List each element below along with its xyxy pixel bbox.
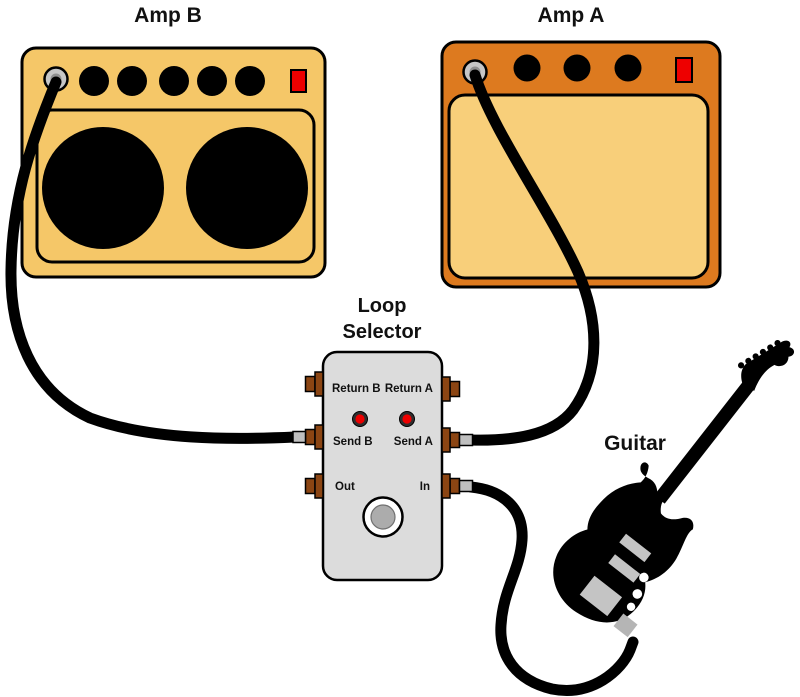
tuner-peg: [737, 362, 745, 369]
led-b: [352, 411, 368, 427]
jack-sleeve: [449, 380, 461, 398]
guitar-pickup-neck: [619, 533, 652, 563]
jack-sleeve: [449, 431, 461, 449]
guitar: [553, 339, 795, 638]
jack-return-a: [441, 376, 461, 402]
amp-b-knob: [117, 66, 147, 96]
tuner-peg: [752, 353, 759, 360]
tuner-peg: [745, 357, 752, 364]
amp-a-knob: [614, 54, 642, 82]
jack-flange: [441, 427, 451, 453]
jack-flange: [441, 473, 451, 499]
amp-b-title: Amp B: [134, 4, 202, 27]
guitar-knob: [626, 602, 636, 612]
jack-send-b: [304, 424, 324, 450]
tuner-peg: [759, 348, 767, 356]
amp-a-knob: [563, 54, 591, 82]
amp-a-grille: [447, 93, 710, 280]
jack-flange: [314, 371, 324, 397]
jack-label-out: Out: [335, 481, 355, 493]
pedal-title-line2: Selector: [343, 321, 422, 343]
pedal-title-line1: Loop: [358, 295, 407, 317]
jack-sleeve: [449, 477, 461, 495]
jack-send-a: [441, 427, 461, 453]
jack-label-return-a: Return A: [385, 383, 433, 395]
led-lamp: [402, 414, 412, 424]
amp-a-knob: [513, 54, 541, 82]
jack-flange: [314, 473, 324, 499]
amp-b-speaker-right: [186, 127, 308, 249]
plug-in: [458, 479, 474, 493]
guitar-tuners: [737, 339, 781, 369]
jack-in: [441, 473, 461, 499]
plug-send-b: [292, 430, 307, 444]
amp-b-knob: [159, 66, 189, 96]
amp-a-title: Amp A: [538, 4, 605, 27]
guitar-headstock: [741, 340, 795, 391]
guitar-neck: [654, 380, 755, 504]
guitar-knob: [639, 572, 649, 583]
jack-label-return-b: Return B: [332, 383, 381, 395]
cable-amp-b-to-send-b: [5, 76, 301, 444]
jack-sleeve: [304, 375, 316, 393]
footswitch: [362, 496, 404, 538]
jack-label-send-b: Send B: [333, 436, 373, 448]
footswitch-button: [370, 504, 396, 530]
amp-b-power-light: [290, 69, 307, 93]
tuner-peg: [767, 344, 774, 351]
amp-b-speaker-left: [42, 127, 164, 249]
led-a: [399, 411, 415, 427]
guitar-output-jack: [613, 613, 638, 638]
amp-b: [20, 46, 327, 279]
guitar-knob: [632, 589, 643, 599]
guitar-title: Guitar: [604, 432, 666, 455]
cable-guitar-to-in: [465, 481, 639, 696]
jack-out: [304, 473, 324, 499]
guitar-body: [553, 462, 694, 623]
cable-amp-a-to-send-a: [465, 69, 600, 446]
jack-return-b: [304, 371, 324, 397]
amp-b-knob: [197, 66, 227, 96]
amp-a-power-light: [675, 57, 693, 83]
jack-flange: [441, 376, 451, 402]
jack-flange: [314, 424, 324, 450]
jack-sleeve: [304, 477, 316, 495]
loop-selector-pedal: Return B Return A Send B Send A Out In: [304, 350, 461, 582]
tuner-peg: [774, 339, 781, 347]
plug-send-a: [458, 433, 474, 447]
pedal-body: [321, 350, 444, 582]
jack-label-in: In: [420, 481, 430, 493]
guitar-pickup-middle: [608, 554, 641, 583]
led-lamp: [355, 414, 365, 424]
guitar-bridge: [579, 575, 623, 617]
amp-b-knob: [235, 66, 265, 96]
jack-label-send-a: Send A: [394, 436, 433, 448]
amp-b-knob: [79, 66, 109, 96]
jack-sleeve: [304, 428, 316, 446]
amp-a: [440, 40, 722, 289]
